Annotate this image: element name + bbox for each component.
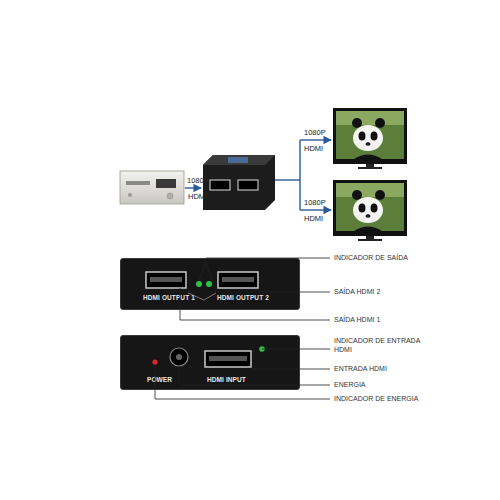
monitor xyxy=(333,108,407,169)
splitter-sticker xyxy=(228,157,248,163)
panda-eye xyxy=(371,204,378,213)
signal-label: 1080P xyxy=(304,198,326,207)
panel-label: HDMI OUTPUT 1 xyxy=(143,295,195,302)
callout-label: ENERGIA xyxy=(334,381,484,390)
panda-eye xyxy=(371,132,378,141)
hdmi-port xyxy=(210,180,230,190)
monitor xyxy=(333,180,407,241)
panda-ear xyxy=(375,118,385,128)
monitor-stand xyxy=(366,236,374,239)
signal-label: HDMI xyxy=(188,192,207,201)
dvd-player xyxy=(120,171,184,204)
callout-label: INDICADOR DE ENERGIA xyxy=(334,395,484,404)
signal-label: HDMI xyxy=(304,144,323,153)
callout-label: INDICADOR DE SAÍDA xyxy=(334,254,484,263)
signal-line xyxy=(299,140,300,210)
panel-label: POWER xyxy=(147,377,172,384)
callout-label: SAÍDA HDMI 2 xyxy=(334,288,484,297)
device-panel: POWER HDMI INPUT xyxy=(120,335,300,390)
panel-label: HDMI INPUT xyxy=(207,377,246,384)
signal-label: HDMI xyxy=(304,214,323,223)
signal-branch xyxy=(275,140,331,210)
player-body xyxy=(120,171,184,204)
disc-tray xyxy=(126,181,150,185)
hdmi-port xyxy=(238,180,258,190)
panda-eye xyxy=(359,132,366,141)
player-knob xyxy=(167,193,173,199)
callout-label: ENTRADA HDMI xyxy=(334,365,484,374)
panel-label: HDMI OUTPUT 2 xyxy=(217,295,269,302)
monitor-stand xyxy=(366,164,374,167)
signal-label: 1080P xyxy=(187,176,209,185)
callout-label: INDICADOR DE ENTRADA HDMI xyxy=(334,337,426,355)
monitor-base xyxy=(358,167,382,169)
panda-ear xyxy=(375,190,385,200)
player-display xyxy=(156,179,176,188)
monitor-frame xyxy=(333,180,407,236)
panda-head xyxy=(353,197,383,223)
panda-ear xyxy=(352,118,362,128)
signal-arrow xyxy=(185,187,201,188)
screen-background xyxy=(336,183,404,197)
panda-head xyxy=(353,125,383,151)
monitor-base xyxy=(358,239,382,241)
panda-body xyxy=(354,155,382,160)
panda-nose xyxy=(366,214,371,218)
signal-label: 1080P xyxy=(304,128,326,137)
splitter-top xyxy=(203,155,275,165)
monitor-frame xyxy=(333,108,407,164)
panda-eye xyxy=(359,204,366,213)
monitor-screen xyxy=(336,183,404,231)
callout-label: SAÍDA HDMI 1 xyxy=(334,316,484,325)
signal-arrow xyxy=(300,139,331,140)
splitter-body xyxy=(203,155,275,210)
monitor-screen xyxy=(336,111,404,159)
screen-background xyxy=(336,111,404,125)
panda-body xyxy=(354,227,382,232)
signal-arrow xyxy=(300,209,331,210)
player-button xyxy=(128,193,132,197)
panda-ear xyxy=(352,190,362,200)
hdmi-splitter xyxy=(203,155,275,210)
device-panel: HDMI OUTPUT 1 HDMI OUTPUT 2 xyxy=(120,258,300,310)
panda-nose xyxy=(366,142,371,146)
signal-line xyxy=(275,179,300,180)
